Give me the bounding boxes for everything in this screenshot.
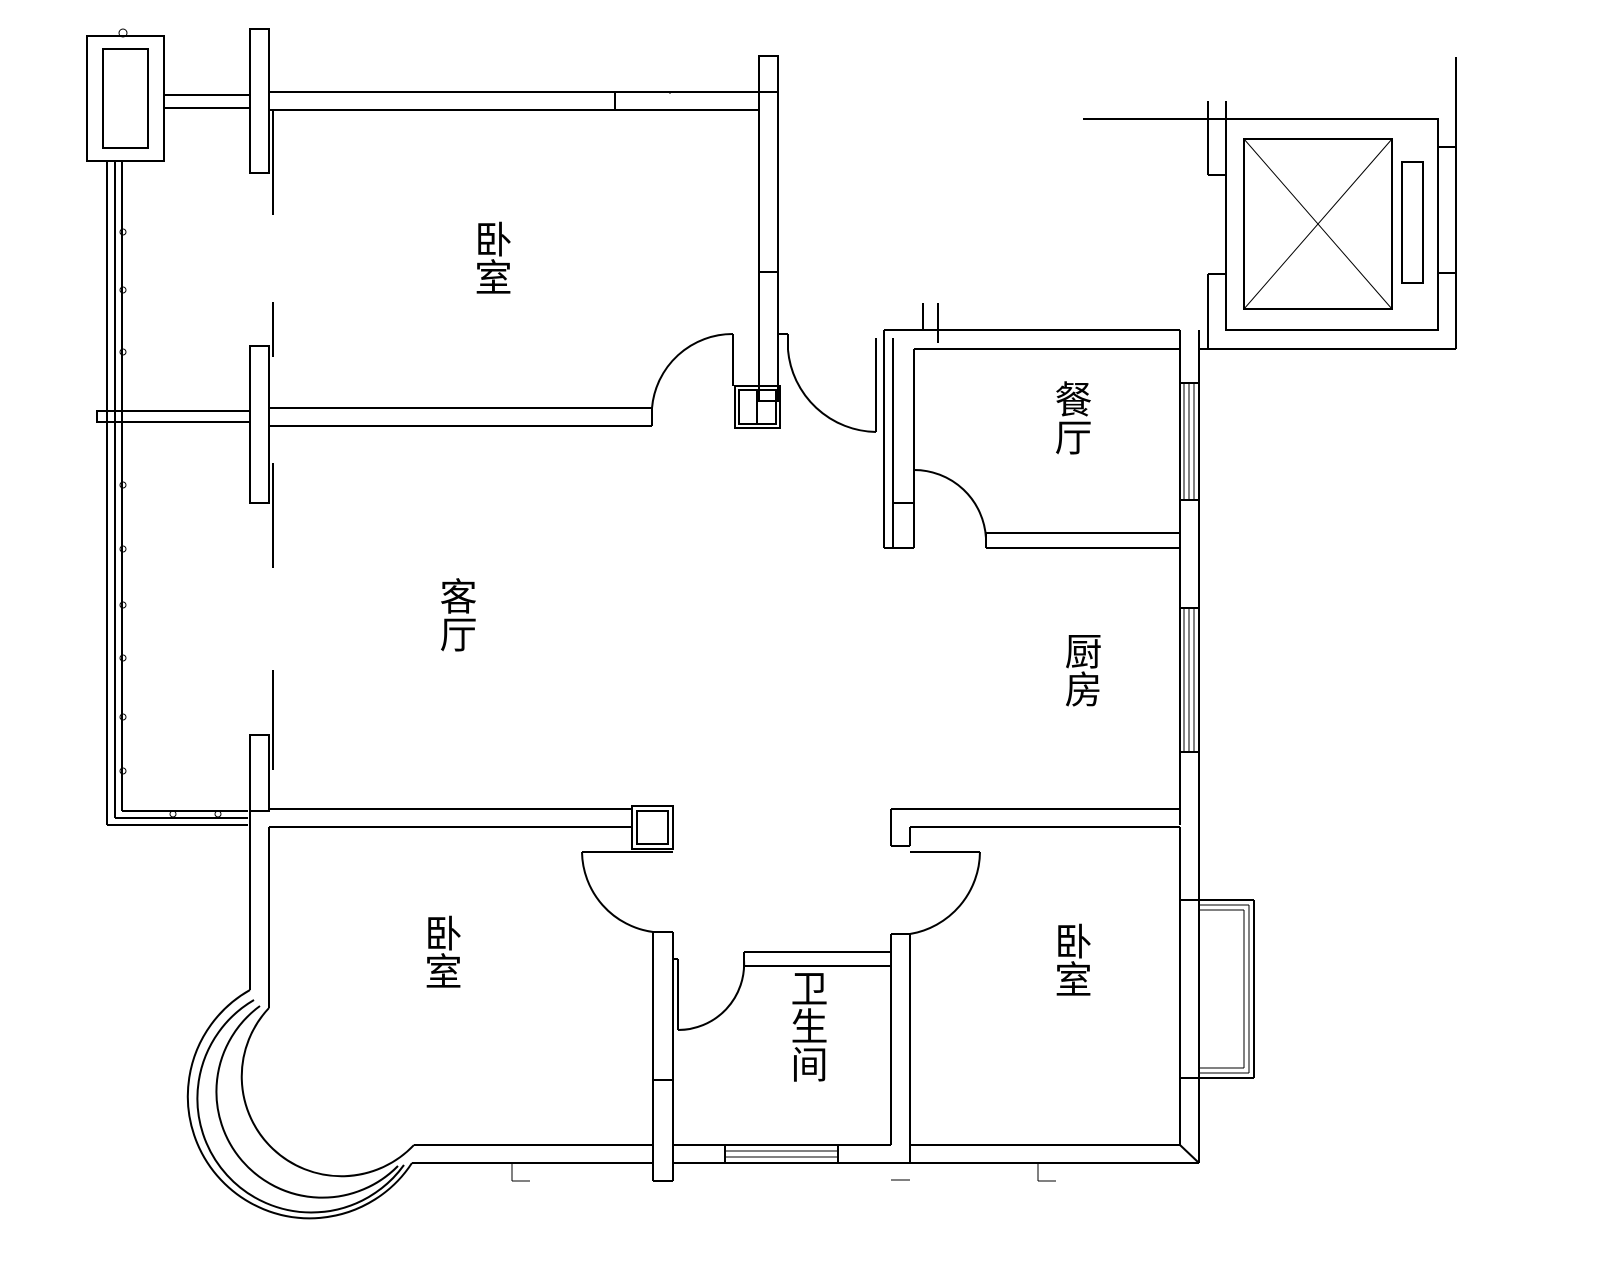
room-labels: 卧室 客厅 餐厅 厨房 卧室 卫生间 卧室 (418, 220, 1102, 1083)
room-label-dining-room: 餐厅 (1048, 380, 1092, 456)
room-label-kitchen: 厨房 (1058, 632, 1102, 708)
bathroom-walls (652, 931, 911, 1182)
room-label-living-room: 客厅 (433, 577, 477, 653)
kitchen-east-wall (1179, 330, 1200, 1163)
elevator-core (1083, 57, 1457, 350)
bottom-right-bedroom-walls (909, 827, 1255, 1182)
dining-room-walls (883, 303, 1200, 549)
bottom-left-bedroom-walls (186, 811, 673, 1220)
entry-door (778, 333, 877, 433)
top-bedroom-walls (269, 55, 781, 429)
room-label-bathroom: 卫生间 (784, 969, 828, 1083)
room-label-bedroom-bottom-right: 卧室 (1048, 922, 1092, 998)
living-south-wall (269, 805, 1180, 850)
west-wall (96, 28, 274, 812)
room-label-bedroom-top: 卧室 (468, 220, 512, 296)
room-label-bedroom-bottom-left: 卧室 (418, 914, 462, 990)
left-balcony (86, 28, 248, 826)
